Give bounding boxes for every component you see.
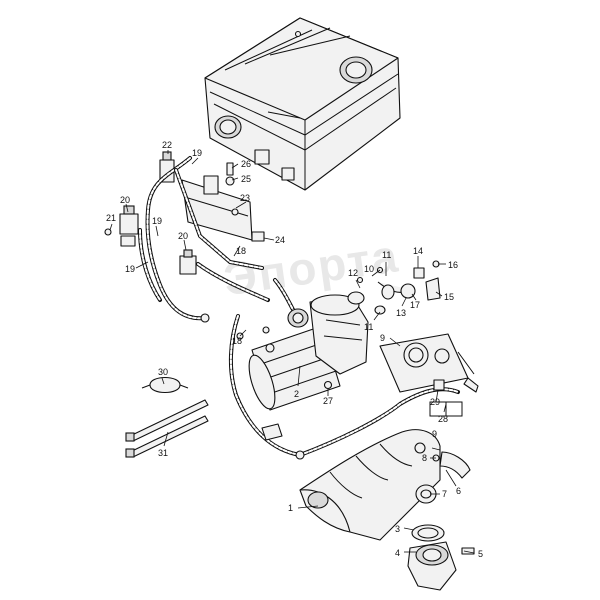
callout-22: 22 — [162, 140, 172, 150]
callout-1: 1 — [288, 503, 293, 513]
cable-ties — [125, 399, 209, 458]
callout-9-lower: 9 — [432, 429, 437, 439]
callout-18-lower: 18 — [232, 336, 242, 346]
callout-19-left: 19 — [125, 264, 135, 274]
intake-port-plate — [379, 333, 479, 393]
callout-19-middle: 19 — [152, 216, 162, 226]
callout-16: 16 — [448, 260, 458, 270]
callout-28: 28 — [438, 414, 448, 424]
callout-9-upper: 9 — [380, 333, 385, 343]
callout-6: 6 — [456, 486, 461, 496]
callout-20-upper: 20 — [120, 195, 130, 205]
callout-31: 31 — [158, 448, 168, 458]
callouts: 1 2 3 4 5 6 7 8 9 9 10 11 11 12 13 14 15… — [106, 140, 483, 559]
callout-11-lower: 11 — [364, 322, 373, 332]
callout-2: 2 — [294, 389, 299, 399]
callout-12: 12 — [348, 268, 358, 278]
leader-lines — [109, 150, 475, 554]
callout-30: 30 — [158, 367, 168, 377]
throttle-body — [407, 454, 475, 591]
intake-manifold — [299, 429, 471, 541]
callout-20-lower: 20 — [178, 231, 188, 241]
callout-15: 15 — [444, 292, 454, 302]
callout-19-top: 19 — [192, 148, 202, 158]
callout-25: 25 — [241, 174, 251, 184]
hose-connectors — [200, 313, 305, 460]
air-filter-housing — [204, 17, 401, 191]
callout-27: 27 — [323, 396, 333, 406]
callout-5: 5 — [478, 549, 483, 559]
callout-13: 13 — [396, 308, 406, 318]
callout-29: 29 — [430, 397, 440, 407]
pipe-clamps — [347, 260, 441, 315]
hose-clip — [141, 376, 189, 394]
callout-4: 4 — [395, 548, 400, 558]
callout-24: 24 — [275, 235, 285, 245]
callout-21: 21 — [106, 213, 116, 223]
callout-23: 23 — [240, 193, 250, 203]
callout-10: 10 — [364, 264, 374, 274]
callout-26: 26 — [241, 159, 251, 169]
callout-8: 8 — [422, 453, 427, 463]
callout-11-upper: 11 — [382, 250, 391, 260]
left-valves — [104, 205, 197, 275]
callout-7: 7 — [442, 489, 447, 499]
callout-18-upper: 18 — [236, 246, 246, 256]
pressure-sensor — [429, 379, 463, 417]
callout-14: 14 — [413, 246, 423, 256]
callout-3: 3 — [395, 524, 400, 534]
callout-17: 17 — [410, 300, 420, 310]
